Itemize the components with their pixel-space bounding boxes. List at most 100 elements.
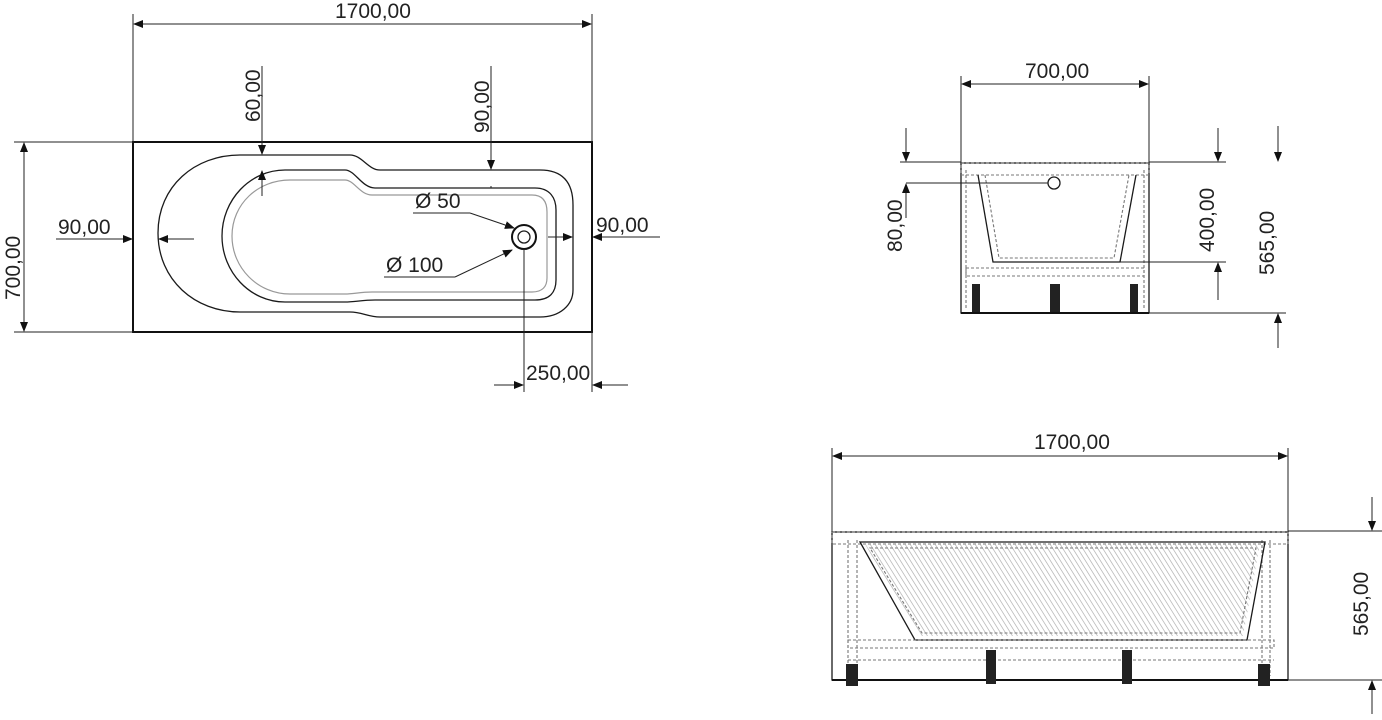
side-foot-right	[1130, 284, 1138, 312]
hatch-line	[1234, 544, 1260, 636]
hatch-line	[1290, 544, 1350, 640]
hatch-line	[914, 544, 976, 636]
hatch-line	[1244, 544, 1260, 636]
hatch-line	[1129, 544, 1191, 636]
hatch-line	[949, 544, 1011, 636]
hatch-line	[1219, 544, 1260, 636]
hatch-line	[1014, 544, 1076, 636]
hatch-line	[1119, 544, 1181, 636]
hatch-line	[1154, 544, 1216, 636]
hatch-line	[879, 544, 941, 636]
side-base-frame	[965, 267, 1145, 277]
hatch-line	[999, 544, 1061, 636]
hatch-line	[1099, 544, 1161, 636]
hatch-line	[1285, 544, 1345, 640]
drain-outer	[511, 224, 537, 250]
hatch-line	[1149, 544, 1211, 636]
hatch-line	[1179, 544, 1241, 636]
basin-outer-contour	[157, 154, 574, 318]
side-basin-inner	[984, 174, 1130, 259]
dim-drain-offset: 250,00	[526, 362, 590, 385]
hatch-line	[1249, 544, 1260, 636]
hatch-line	[1134, 544, 1196, 636]
dim-overall-length: 1700,00	[335, 0, 411, 23]
hatch-line	[1004, 544, 1066, 636]
hatch-line	[1199, 544, 1260, 636]
front-foot-3	[1122, 650, 1132, 684]
hatch-line	[1024, 544, 1086, 636]
hatch-line	[924, 544, 986, 636]
hatch-line	[884, 544, 946, 636]
hatch-line	[869, 544, 931, 636]
hatch-line	[974, 544, 1036, 636]
hatch-line	[1094, 544, 1156, 636]
dim-overall-width: 700,00	[2, 236, 25, 300]
hatch-line	[1039, 544, 1101, 636]
top-view: 1700,00 700,00 60,00 90,00 90,00 90,00 Ø…	[2, 0, 660, 392]
front-base-frame	[847, 639, 1275, 649]
hatch-line	[1209, 544, 1260, 636]
front-body	[831, 531, 1289, 681]
hatch-line	[1034, 544, 1096, 636]
basin-floor-contour	[231, 179, 548, 295]
side-overflow	[1047, 176, 1061, 190]
hatch-line	[969, 544, 1031, 636]
hatch-line	[1275, 544, 1335, 640]
dim-front-total-height: 565,00	[1350, 572, 1373, 636]
hatch-line	[865, 544, 916, 636]
hatch-line	[1194, 544, 1256, 636]
dim-side-inner-depth: 400,00	[1196, 188, 1219, 252]
hatch-line	[1214, 544, 1260, 636]
hatch-line	[1074, 544, 1136, 636]
hatch-line	[959, 544, 1021, 636]
hatch-line	[1044, 544, 1106, 636]
hatch-line	[1064, 544, 1126, 636]
side-foot-left	[972, 284, 980, 312]
hatch-line	[1084, 544, 1146, 636]
side-rim	[960, 162, 1150, 176]
hatch-line	[865, 544, 926, 636]
hatch-line	[1254, 544, 1260, 636]
hatch-line	[1189, 544, 1251, 636]
hatch-line	[1239, 544, 1260, 636]
front-foot-1	[846, 664, 858, 686]
hatch-line	[1054, 544, 1116, 636]
dim-rim-head: 60,00	[242, 69, 265, 122]
hatch-line	[1174, 544, 1236, 636]
hatch-line	[1089, 544, 1151, 636]
hatch-line	[909, 544, 971, 636]
dim-outlet-diameter: Ø 100	[386, 254, 443, 277]
hatch-line	[989, 544, 1051, 636]
front-basin-outline	[858, 541, 1266, 641]
hatch-line	[929, 544, 991, 636]
front-basin-inner	[869, 547, 1257, 634]
hatch-line	[865, 544, 906, 636]
hatch-line	[889, 544, 951, 636]
front-view: 1700,00 565,00	[831, 431, 1382, 714]
hatch-line	[1059, 544, 1121, 636]
side-view: 700,00 80,00 400,00 565,00	[884, 60, 1286, 348]
hatch-line	[934, 544, 996, 636]
dim-drain-diameter: Ø 50	[415, 190, 461, 213]
hatch-line	[1049, 544, 1111, 636]
dim-side-rim-height: 80,00	[884, 199, 907, 252]
hatch-line	[1159, 544, 1221, 636]
hatch-line	[1164, 544, 1226, 636]
hatch-line	[1009, 544, 1071, 636]
side-basin-outline	[977, 174, 1137, 263]
hatch-line	[979, 544, 1041, 636]
hatch-line	[1104, 544, 1166, 636]
front-basin-hatch	[865, 544, 1350, 640]
drain-inner	[517, 230, 531, 244]
hatch-line	[1124, 544, 1186, 636]
hatch-line	[1069, 544, 1131, 636]
front-foot-2	[986, 650, 996, 684]
hatch-line	[1114, 544, 1176, 636]
hatch-line	[1280, 544, 1340, 640]
hatch-line	[994, 544, 1056, 636]
hatch-line	[1265, 544, 1325, 640]
basin-inner-contour	[221, 169, 557, 303]
hatch-line	[1029, 544, 1091, 636]
hatch-line	[919, 544, 981, 636]
